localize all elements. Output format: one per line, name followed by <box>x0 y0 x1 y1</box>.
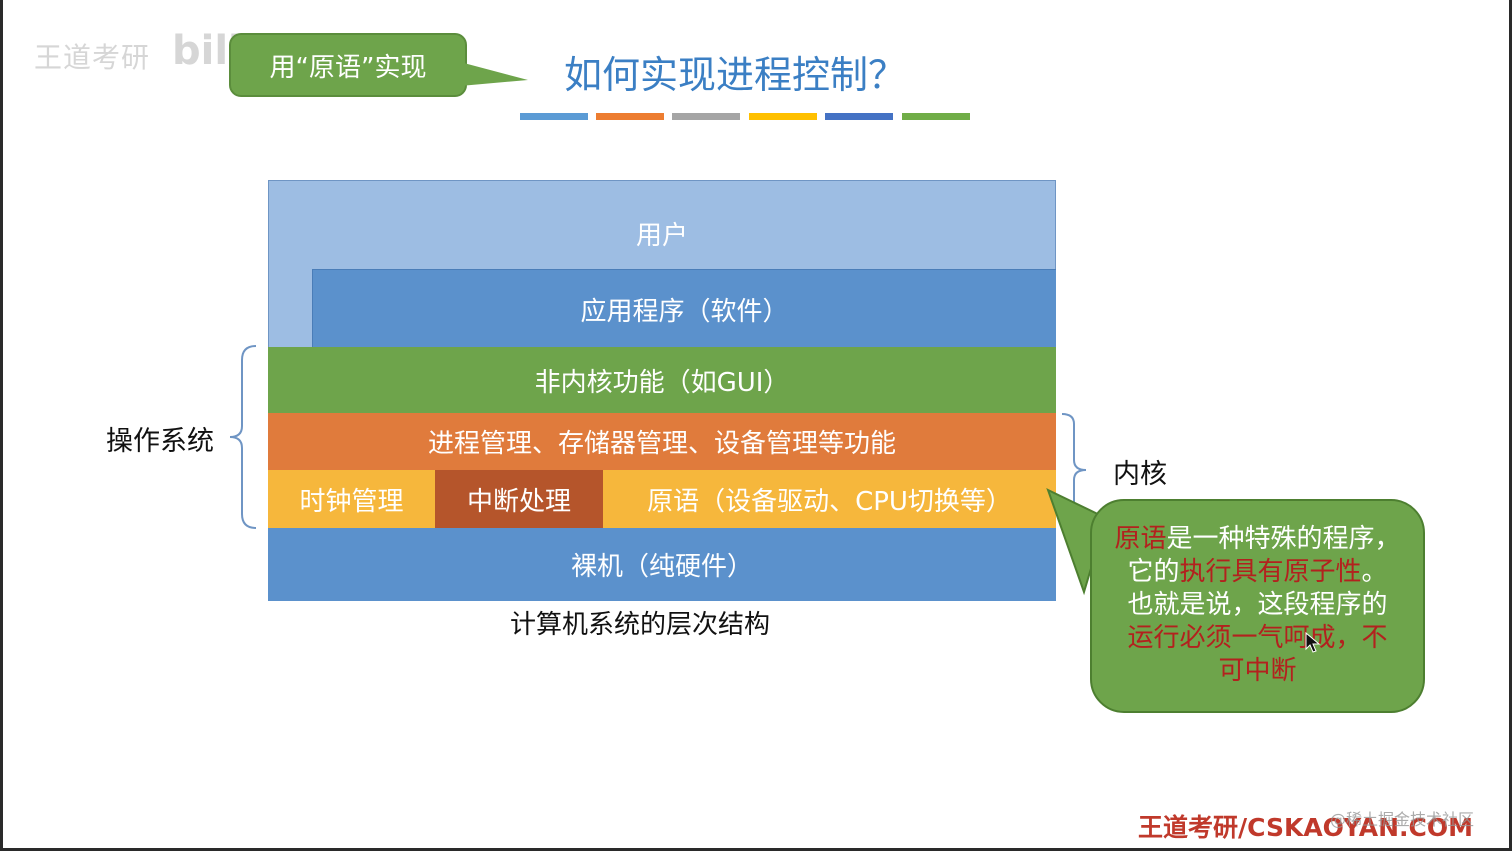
note-line-1: 原语是一种特殊的程序， <box>1114 524 1401 554</box>
layer-interrupt-handling: 中断处理 <box>435 470 603 528</box>
layer-bare-hardware: 裸机（纯硬件） <box>268 528 1056 601</box>
color-bar-2 <box>596 113 664 120</box>
footer-brand: 王道考研/CSKAOYAN.COM <box>1138 813 1473 842</box>
color-bar-5 <box>825 113 893 120</box>
color-bar-6 <box>902 113 970 120</box>
note-line-4: 运行必须一气呵成，不 <box>1127 623 1388 653</box>
layer-hardware-label: 裸机（纯硬件） <box>570 552 753 582</box>
layer-interrupt-label: 中断处理 <box>466 486 571 517</box>
frame-left-edge <box>0 0 3 851</box>
color-bar-1 <box>520 113 588 120</box>
diagram-caption: 计算机系统的层次结构 <box>509 610 770 640</box>
note-line-5: 可中断 <box>1218 656 1297 686</box>
callout-top-tail <box>460 62 528 86</box>
layer-non-kernel: 非内核功能（如GUI） <box>268 347 1056 414</box>
callout-primitive-implementation: 用“原语”实现 <box>229 33 467 97</box>
layer-clock-management: 时钟管理 <box>268 470 435 528</box>
color-bar-4 <box>749 113 817 120</box>
frame-right-edge <box>1509 0 1512 851</box>
layer-clock-label: 时钟管理 <box>299 486 404 517</box>
slide-title: 如何实现进程控制？ <box>563 53 906 97</box>
layer-primitive: 原语（设备驱动、CPU切换等） <box>603 470 1056 528</box>
label-kernel: 内核 <box>1113 459 1167 490</box>
layer-kernel-functions-label: 进程管理、存储器管理、设备管理等功能 <box>427 429 896 459</box>
color-bar-3 <box>672 113 740 120</box>
os-brace <box>229 345 257 529</box>
channel-watermark: 王道考研 <box>34 41 151 74</box>
layer-application-label: 应用程序（软件） <box>580 296 789 327</box>
note-line-3: 也就是说，这段程序的 <box>1127 590 1388 620</box>
layer-kernel-functions: 进程管理、存储器管理、设备管理等功能 <box>268 413 1056 470</box>
layer-primitive-label: 原语（设备驱动、CPU切换等） <box>647 486 1012 517</box>
callout-primitive-definition: 原语是一种特殊的程序， 它的执行具有原子性。 也就是说，这段程序的 运行必须一气… <box>1090 499 1425 713</box>
note-line-2: 它的执行具有原子性。 <box>1127 557 1388 587</box>
frame-bottom-edge <box>0 848 1512 851</box>
layer-application: 应用程序（软件） <box>312 269 1056 348</box>
mouse-cursor-icon <box>1305 632 1321 653</box>
layer-user-label: 用户 <box>635 221 688 251</box>
label-operating-system: 操作系统 <box>106 426 214 457</box>
footer-watermark: @稀土掘金技术社区 <box>1330 810 1475 829</box>
layer-non-kernel-label: 非内核功能（如GUI） <box>534 368 790 398</box>
